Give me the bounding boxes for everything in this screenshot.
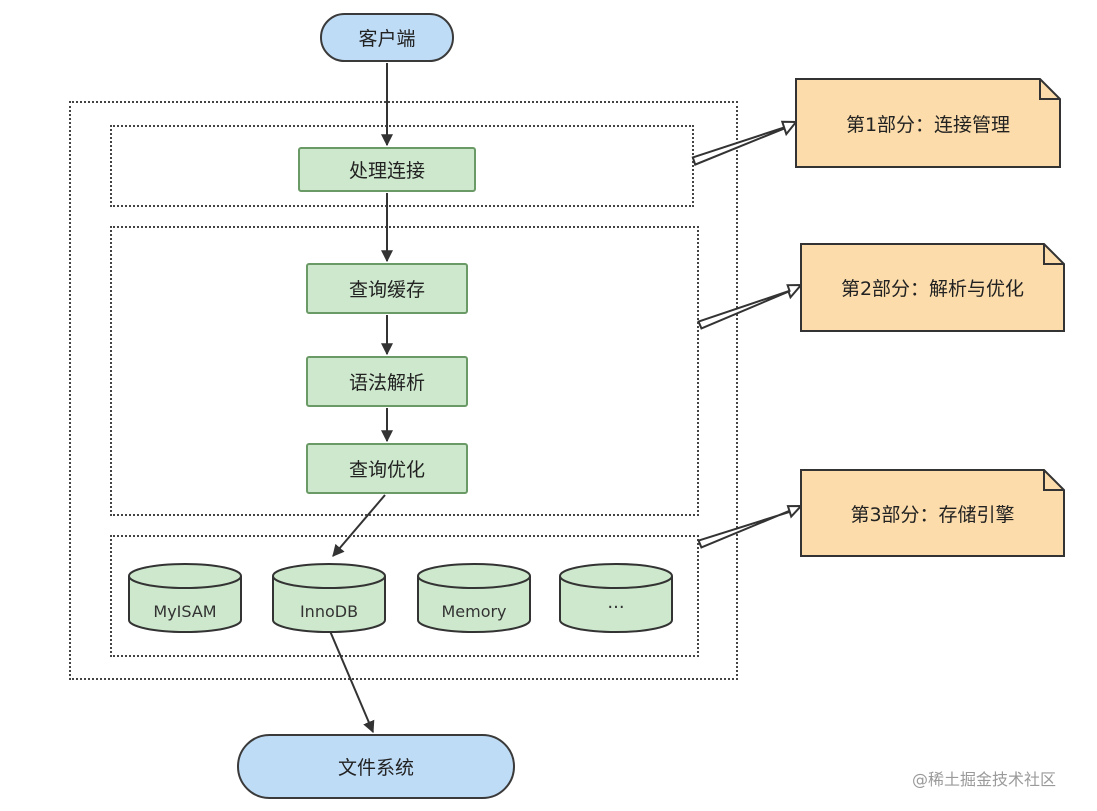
syntax-parse-box: 语法解析	[306, 356, 468, 407]
note-part2-shape	[800, 243, 1065, 332]
cylinder-more	[559, 563, 673, 633]
query-optimize-box: 查询优化	[306, 443, 468, 494]
section-connection-box	[110, 125, 694, 207]
section-storage-engine-box	[110, 535, 699, 657]
note-part3-shape	[800, 469, 1065, 557]
handle-connection-box: 处理连接	[298, 147, 476, 192]
hollow-arrow-part1	[691, 120, 799, 166]
server-boundary	[69, 101, 738, 680]
section-parse-optimize-box	[110, 226, 699, 516]
engine-innodb-label: InnoDB	[299, 602, 359, 621]
query-cache-box: 查询缓存	[306, 263, 468, 314]
engine-memory-label: Memory	[441, 602, 507, 621]
connector-innodb-to-filesystem	[329, 630, 375, 734]
engine-myisam-label: MyISAM	[153, 602, 217, 621]
note-part2-text: 第2部分：解析与优化	[840, 278, 1025, 300]
watermark-text: @稀土掘金技术社区	[912, 770, 1057, 789]
cylinder-myisam	[128, 563, 242, 633]
note-part1-shape	[795, 78, 1061, 168]
hollow-arrow-part3	[697, 504, 804, 549]
filesystem-terminal: 文件系统	[237, 734, 515, 799]
connector-optimize-to-innodb	[332, 494, 386, 557]
cylinder-innodb	[272, 563, 386, 633]
cylinder-memory	[417, 563, 531, 633]
engine-more-label: ···	[607, 597, 625, 618]
hollow-arrow-part2	[697, 283, 804, 330]
note-part3-text: 第3部分：存储引擎	[850, 503, 1015, 526]
note-part1-text: 第1部分：连接管理	[845, 113, 1011, 136]
client-terminal: 客户端	[320, 13, 454, 62]
